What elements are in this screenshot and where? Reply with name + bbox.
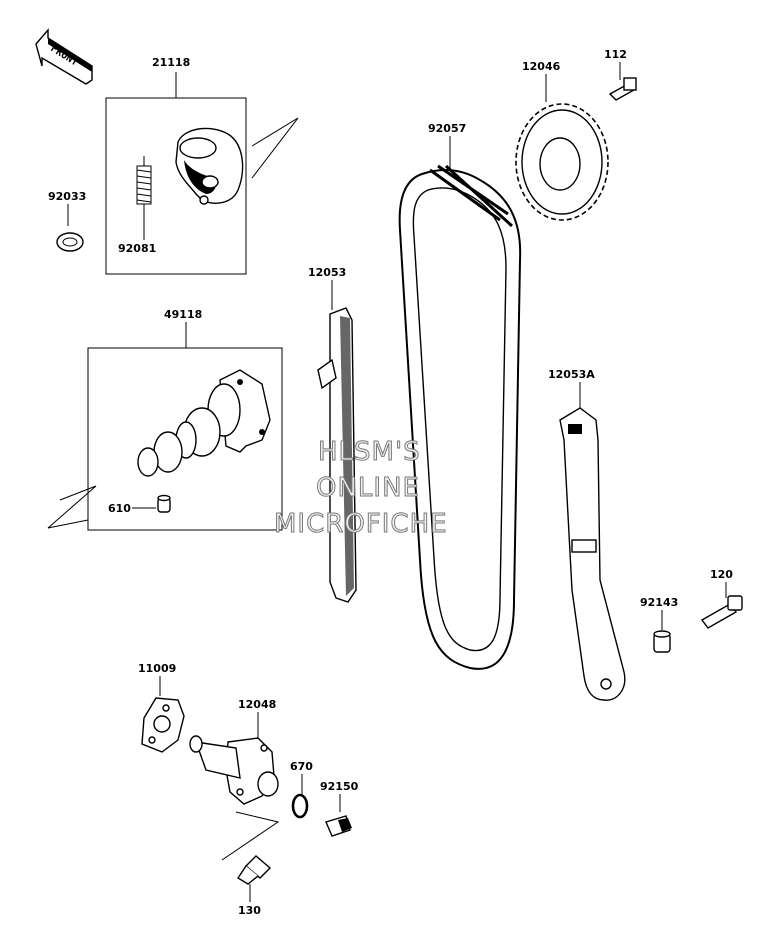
label-610: 610 [108, 502, 131, 515]
tensioner-12048-part [189, 735, 279, 805]
label-92033: 92033 [48, 190, 86, 203]
assembly-box-21118 [105, 72, 299, 275]
bolt-120-part [700, 595, 743, 629]
label-11009: 11009 [138, 662, 176, 675]
bolt-112-part [608, 77, 637, 101]
o-ring-670-part [291, 793, 309, 819]
label-120: 120 [710, 568, 733, 581]
label-112: 112 [604, 48, 627, 61]
spring-92081-part [136, 156, 152, 240]
label-21118: 21118 [152, 56, 190, 69]
camshaft-part [137, 369, 271, 477]
label-12048: 12048 [238, 698, 276, 711]
assembly-box-49118 [47, 322, 283, 531]
chain-guide-12053-part [317, 307, 357, 603]
snap-ring-92033-part [56, 232, 84, 252]
watermark-line1: HLSM'S [318, 437, 421, 467]
label-12053: 12053 [308, 266, 346, 279]
collar-92143-part [653, 630, 671, 653]
label-92057: 92057 [428, 122, 466, 135]
bolt-92150-part [325, 815, 352, 837]
label-12046: 12046 [522, 60, 561, 73]
cam-hub-part [175, 127, 244, 205]
label-130: 130 [238, 904, 261, 917]
bolt-130-part [237, 855, 272, 885]
tensioner-guide-12053A-part [559, 407, 626, 701]
label-49118: 49118 [164, 308, 202, 321]
watermark-line2: ONLINE [316, 473, 420, 503]
cam-chain-92057-part [398, 164, 522, 670]
label-92081: 92081 [118, 242, 156, 255]
label-92143: 92143 [640, 596, 678, 609]
label-12053A: 12053A [548, 368, 595, 381]
watermark: HLSM'S ONLINE MICROFICHE [274, 437, 448, 540]
dowel-pin-610-part [157, 494, 171, 513]
watermark-line3: MICROFICHE [274, 509, 448, 539]
label-670: 670 [290, 760, 313, 773]
cam-sprocket-12046-part [515, 103, 609, 221]
front-direction-badge: FRONT [35, 28, 93, 85]
gasket-11009-part [141, 697, 185, 753]
label-92150: 92150 [320, 780, 359, 793]
